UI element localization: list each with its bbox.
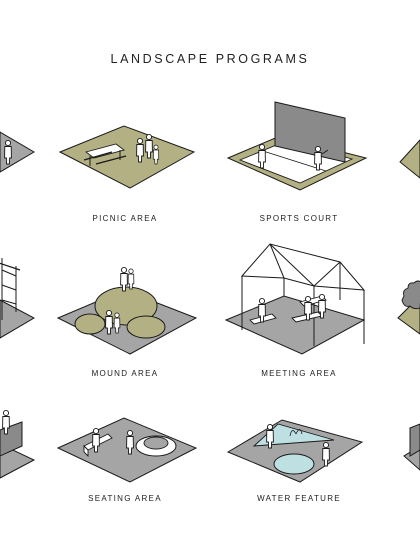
tent-canopy-icon [240,243,366,346]
page-title: LANDSCAPE PROGRAMS [110,52,310,66]
label-sports-court: SPORTS COURT [259,214,339,223]
water-feature-diagram [226,419,364,483]
sports-court-diagram [226,101,368,191]
meeting-area-diagram [224,243,366,355]
fountain-pool-icon [252,423,335,447]
mound-area-diagram [56,266,198,355]
partial-left-row1 [0,131,35,173]
seating-area-diagram [56,417,198,483]
partial-left-row2 [0,258,36,339]
partial-right-row2 [397,280,420,335]
partial-left-row3 [0,409,36,479]
label-seating-area: SEATING AREA [88,494,162,503]
label-mound-area: MOUND AREA [91,369,159,378]
partial-right-row1 [399,139,420,179]
court-wall-icon [274,101,346,163]
label-meeting-area: MEETING AREA [261,369,337,378]
picnic-area-diagram [58,125,196,189]
picnic-table-icon [83,143,127,166]
label-water-feature: WATER FEATURE [257,494,341,503]
partial-right-row3 [403,423,420,471]
label-picnic-area: PICNIC AREA [92,214,158,223]
